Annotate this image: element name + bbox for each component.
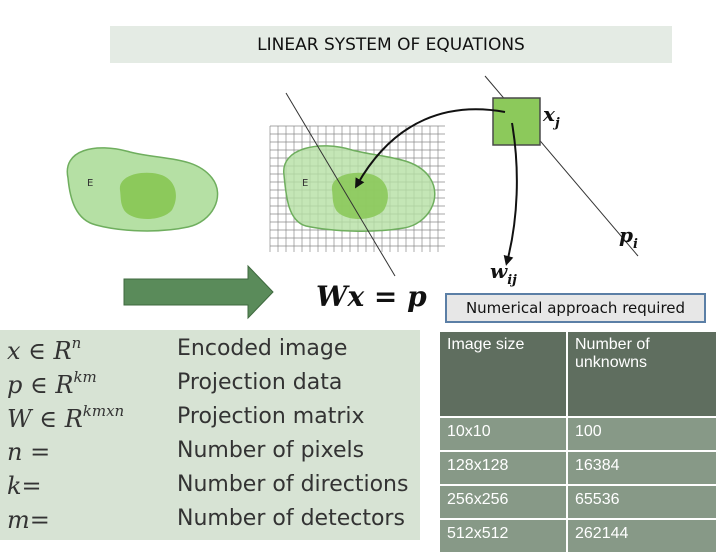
pixel-square xyxy=(492,97,541,146)
weight-label: wij xyxy=(490,259,517,288)
table-cell: 512x512 xyxy=(438,518,568,554)
table-cell: 16384 xyxy=(566,450,718,486)
definition-row: m= Number of detectors xyxy=(0,506,420,540)
definition-description: Number of pixels xyxy=(177,438,365,463)
numerical-approach-note: Numerical approach required xyxy=(445,293,706,323)
table-cell: 262144 xyxy=(566,518,718,554)
table-row: 128x128 16384 xyxy=(438,450,718,486)
title-bar: LINEAR SYSTEM OF EQUATIONS xyxy=(110,26,672,63)
table-header-cell: Number of unknowns xyxy=(566,330,718,418)
image-size-table: Image size Number of unknowns 10x10 100 … xyxy=(438,330,718,554)
definition-row: n = Number of pixels xyxy=(0,438,420,472)
definition-row: k= Number of directions xyxy=(0,472,420,506)
main-equation: Wx = p xyxy=(316,280,427,313)
definition-symbol: W ∈ Rkmxn xyxy=(7,402,125,433)
table-header-cell: Image size xyxy=(438,330,568,418)
table-cell: 65536 xyxy=(566,484,718,520)
definitions-panel: x ∈ Rn Encoded image p ∈ Rkm Projection … xyxy=(0,330,420,540)
definition-symbol: x ∈ Rn xyxy=(7,334,82,365)
diagram: E E xj pi wij Wx = p xyxy=(66,75,639,320)
definition-symbol: n = xyxy=(7,438,51,466)
definition-symbol: p ∈ Rkm xyxy=(7,368,97,399)
object-core-right xyxy=(331,172,388,219)
table-cell: 100 xyxy=(566,416,718,452)
table-row: 10x10 100 xyxy=(438,416,718,452)
region-label-right: E xyxy=(302,178,308,189)
table-cell: 256x256 xyxy=(438,484,568,520)
table-header-row: Image size Number of unknowns xyxy=(438,330,718,418)
slide-title: LINEAR SYSTEM OF EQUATIONS xyxy=(257,34,525,55)
big-right-arrow xyxy=(123,264,274,320)
definition-symbol: k= xyxy=(7,472,42,500)
ray-label: pi xyxy=(619,223,638,252)
numerical-approach-text: Numerical approach required xyxy=(465,299,686,317)
definition-description: Number of directions xyxy=(177,472,409,497)
table-cell: 10x10 xyxy=(438,416,568,452)
table-cell: 128x128 xyxy=(438,450,568,486)
ray-line-left xyxy=(285,92,396,277)
definition-row: x ∈ Rn Encoded image xyxy=(0,334,420,370)
table-row: 512x512 262144 xyxy=(438,518,718,554)
pixel-arrow xyxy=(355,108,506,189)
definition-description: Projection matrix xyxy=(177,404,365,429)
object-core-left xyxy=(119,172,176,219)
region-label-left: E xyxy=(87,178,93,189)
definition-description: Number of detectors xyxy=(177,506,405,531)
definition-description: Encoded image xyxy=(177,336,348,361)
pixel-label: xj xyxy=(542,102,560,131)
definition-row: W ∈ Rkmxn Projection matrix xyxy=(0,402,420,438)
definition-symbol: m= xyxy=(7,506,50,534)
definition-description: Projection data xyxy=(177,370,343,395)
definition-row: p ∈ Rkm Projection data xyxy=(0,368,420,404)
table-row: 256x256 65536 xyxy=(438,484,718,520)
weight-arrow xyxy=(503,122,518,266)
